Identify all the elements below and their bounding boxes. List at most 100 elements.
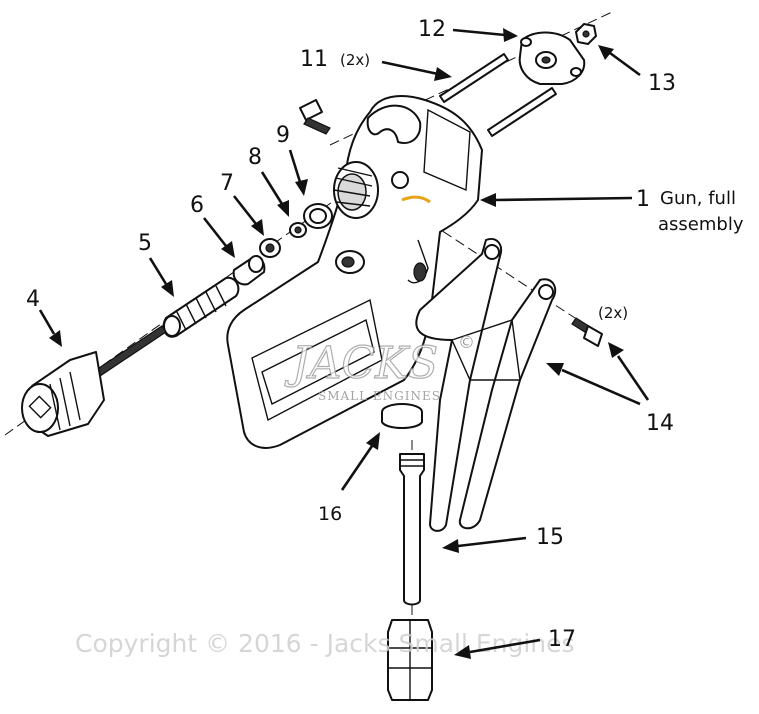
ring-16-side bbox=[381, 412, 423, 429]
seat-6-face bbox=[248, 255, 264, 273]
arrow-16-head bbox=[366, 432, 380, 450]
body-inlet-port bbox=[413, 262, 427, 282]
watermark-logo-subtext: SMALL ENGINES bbox=[318, 389, 441, 403]
arrow-9-head bbox=[295, 179, 308, 196]
body-thread-lines bbox=[333, 167, 373, 207]
bushing-7 bbox=[259, 238, 281, 258]
seal-8-inner bbox=[294, 226, 302, 234]
body-side-face bbox=[423, 108, 471, 192]
handle-guard-inner bbox=[251, 298, 383, 422]
trigger-right-arm bbox=[458, 278, 557, 530]
trigger-pivot-left bbox=[484, 244, 500, 260]
spring-5-coils bbox=[175, 285, 227, 331]
tube-15 bbox=[399, 453, 425, 606]
callout-16: 16 bbox=[318, 503, 342, 525]
arrow-11-head bbox=[434, 67, 452, 81]
top-nut bbox=[575, 23, 597, 45]
top-cap-hole bbox=[541, 56, 551, 64]
arrow-12-head bbox=[503, 28, 518, 42]
callout-9: 9 bbox=[276, 123, 290, 148]
arrow-15 bbox=[457, 536, 527, 548]
arrow-5 bbox=[148, 257, 168, 285]
callout-1-description-line1: Gun, full bbox=[660, 188, 736, 209]
arrow-14-upper-head bbox=[608, 342, 624, 358]
tube-15-threads bbox=[400, 459, 424, 467]
arrow-8 bbox=[260, 171, 284, 205]
arrow-14-lower-head bbox=[546, 363, 564, 376]
callout-labels: 12 11 (2x) 13 1 Gun, full assembly 9 8 7… bbox=[26, 17, 744, 652]
body-lower-boss-hole bbox=[341, 256, 355, 268]
arrow-5-head bbox=[161, 280, 174, 297]
callout-14: 14 bbox=[646, 411, 674, 436]
spring-5 bbox=[162, 276, 240, 338]
nozzle-4-socket bbox=[28, 395, 52, 419]
callout-1: 1 bbox=[636, 187, 650, 212]
watermark: JACKS SMALL ENGINES © Copyright © 2016 -… bbox=[75, 333, 575, 658]
callout-15: 15 bbox=[536, 525, 564, 550]
arrow-12 bbox=[452, 28, 506, 37]
trigger bbox=[415, 238, 557, 532]
callout-11: 11 bbox=[300, 47, 328, 72]
handle-guard-inner-rim bbox=[261, 318, 375, 406]
arrow-4-head bbox=[49, 330, 62, 347]
gun-body bbox=[226, 95, 483, 449]
top-cap bbox=[518, 31, 586, 85]
callout-12: 12 bbox=[418, 17, 446, 42]
accent-spring-clip bbox=[401, 195, 431, 204]
watermark-logo-mark: © bbox=[458, 333, 475, 353]
arrow-11 bbox=[381, 60, 439, 76]
arrow-6 bbox=[202, 217, 228, 247]
watermark-logo: JACKS bbox=[284, 338, 438, 389]
spring-5-end bbox=[163, 315, 181, 337]
seat-6 bbox=[232, 255, 266, 286]
washer-9 bbox=[303, 203, 333, 229]
arrow-1-head bbox=[480, 193, 496, 207]
bushing-7-inner bbox=[265, 243, 275, 253]
callout-4: 4 bbox=[26, 287, 40, 312]
arrow-14-upper bbox=[616, 355, 650, 401]
top-screw bbox=[299, 99, 331, 135]
arrow-1 bbox=[495, 196, 633, 202]
fitting-17 bbox=[387, 619, 433, 701]
nozzle-4-needle bbox=[95, 325, 167, 377]
top-cap-ear-left bbox=[520, 37, 532, 47]
trigger-left-arm bbox=[415, 238, 502, 532]
callout-7: 7 bbox=[220, 171, 234, 196]
fitting-17-flats bbox=[388, 620, 432, 700]
leader-arrows bbox=[38, 28, 650, 659]
top-screw-head bbox=[299, 99, 323, 121]
trigger-pivot-right bbox=[538, 284, 554, 300]
callout-11-qty: (2x) bbox=[340, 51, 370, 69]
top-nut-hole bbox=[582, 30, 590, 38]
callout-1-description-line2: assembly bbox=[658, 214, 744, 235]
tube-15-body bbox=[399, 453, 425, 606]
arrow-15-head bbox=[442, 539, 459, 553]
callout-5: 5 bbox=[138, 231, 152, 256]
arrow-13-head bbox=[598, 45, 614, 60]
arrow-16 bbox=[340, 445, 374, 491]
top-screw-shank bbox=[303, 117, 331, 135]
pins bbox=[439, 53, 557, 137]
top-cap-ear-right bbox=[570, 67, 582, 77]
body-pin-hole bbox=[391, 171, 409, 189]
seal-8 bbox=[289, 222, 307, 238]
arrow-6-head bbox=[221, 241, 235, 258]
arrow-7-head bbox=[251, 219, 264, 236]
callout-17: 17 bbox=[548, 627, 576, 652]
arrow-17-head bbox=[454, 645, 471, 659]
watermark-copyright: Copyright © 2016 - Jacks Small Engines bbox=[75, 629, 575, 658]
arrow-4 bbox=[38, 309, 56, 335]
nozzle-4-threads bbox=[49, 371, 81, 431]
side-screw bbox=[571, 317, 603, 347]
arrow-7 bbox=[232, 195, 258, 225]
hook-top bbox=[366, 104, 422, 144]
arrow-9 bbox=[288, 149, 302, 183]
nozzle-4-face bbox=[21, 383, 59, 433]
callout-13: 13 bbox=[648, 71, 676, 96]
side-screw-head bbox=[583, 325, 603, 347]
ring-16 bbox=[381, 403, 423, 429]
trigger-bridge bbox=[451, 319, 521, 381]
pin-lower bbox=[487, 87, 557, 137]
